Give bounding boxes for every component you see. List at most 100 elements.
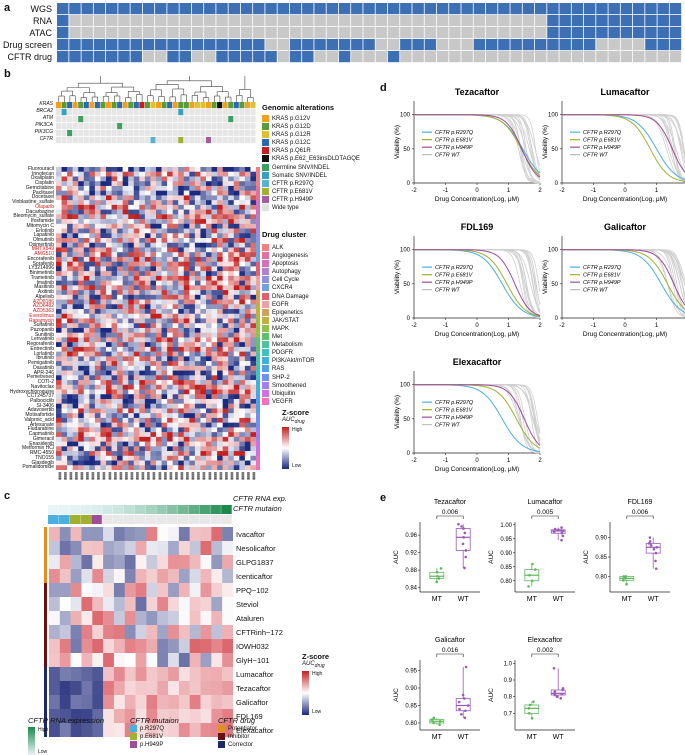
cluster-cell [256,436,260,442]
grid-cell [326,51,339,63]
mutation-cell [221,515,232,524]
heatmap-cell [211,695,223,710]
heatmap-cell [161,413,168,419]
legend-label: JAK/STAT [272,317,300,324]
heatmap-cell [222,408,229,414]
heatmap-cell [172,242,179,248]
heatmap-cell [156,351,162,357]
heatmap-cell [194,460,201,466]
heatmap-cell [67,171,73,177]
heatmap-cell [72,380,79,385]
heatmap-cell [200,223,207,229]
heatmap-cell [156,214,162,220]
legend-swatch [262,179,269,187]
heatmap-cell [100,299,107,305]
heatmap-cell [144,365,151,371]
heatmap-cell [72,394,79,400]
heatmap-cell [89,304,96,310]
heatmap-cell [94,271,101,277]
heatmap-cell [244,446,251,452]
heatmap-cell [144,394,151,400]
grid-cell [645,15,657,27]
heatmap-cell [183,465,190,470]
heatmap-cell [117,403,123,409]
heatmap-cell [211,214,218,220]
heatmap-cell [222,195,229,201]
grid-cell [155,39,167,51]
heatmap-cell [144,460,151,466]
heatmap-cell [161,171,168,177]
heatmap-cell [200,304,207,310]
heatmap-cell [211,195,218,201]
heatmap-cell [133,219,140,225]
heatmap-cell [222,639,233,654]
boxplot-title: FDL169 [628,499,653,506]
grid-cell [510,39,522,51]
heatmap-cell [211,327,218,333]
heatmap-cell [183,451,190,456]
heatmap-cell [161,313,168,319]
heatmap-cell [156,290,162,296]
heatmap-cell [67,167,73,172]
heatmap-cell [128,266,134,272]
heatmap-cell [189,209,196,215]
heatmap-cell [103,555,115,570]
heatmap-cell [133,181,140,187]
cluster-cell [256,290,260,296]
heatmap-cell [94,171,101,177]
heatmap-cell [139,304,146,310]
heatmap-cell [150,219,157,225]
heatmap-cell [67,337,73,343]
heatmap-cell [144,432,151,438]
data-point [648,536,652,539]
heatmap-cell [128,238,134,243]
heatmap-cell [83,389,90,395]
cluster-cell [256,455,260,461]
heatmap-cell [61,460,68,466]
heatmap-cell [89,394,96,400]
heatmap-cell [144,200,151,206]
drug-label: Glasdegib [31,459,54,466]
heatmap-cell [56,171,62,177]
heatmap-cell [100,304,107,310]
heatmap-cell [124,695,136,710]
heatmap-cell [81,555,93,570]
x-tick-label: 0 [475,188,479,194]
heatmap-cell [117,380,123,385]
heatmap-cell [94,446,101,452]
heatmap-cell [206,361,212,367]
heatmap-cell [67,398,73,404]
heatmap-cell [133,403,140,409]
heatmap-cell [144,408,151,414]
annotation-cell [189,102,195,109]
heatmap-cell [233,446,240,452]
heatmap-cell [122,356,129,362]
heatmap-cell [194,413,201,419]
x-axis-label: Drug Concentration(Log, μM) [583,196,667,203]
heatmap-cell [211,389,218,395]
grid-cell [216,39,228,51]
annotation-cell [250,102,256,109]
heatmap-cell [206,417,212,423]
sample-id-labels: ▮▮▮▮▮▮▮▮▮▮▮▮▮▮▮▮▮▮▮▮▮▮▮▮▮▮▮▮▮▮▮▮▮▮▮▮▮▮▮▮… [58,472,256,480]
y-tick-label: 0.88 [405,568,417,574]
grid-cell [473,51,486,63]
drug-type-cell [44,527,47,542]
heatmap-cell [111,242,118,248]
annotation-cell [83,137,89,144]
heatmap-cell [233,266,240,272]
heatmap-cell [189,380,196,385]
heatmap-cell [94,380,101,385]
annotation-cell [106,123,112,130]
heatmap-cell [139,266,146,272]
heatmap-cell [189,252,196,258]
grid-cell [387,39,400,51]
annotation-cell [56,109,62,116]
heatmap-cell [233,384,240,390]
heatmap-cell [189,361,196,367]
heatmap-cell [59,639,71,654]
heatmap-cell [78,351,84,357]
heatmap-cell [211,242,218,248]
heatmap-cell [172,460,179,466]
heatmap-cell [200,569,212,584]
